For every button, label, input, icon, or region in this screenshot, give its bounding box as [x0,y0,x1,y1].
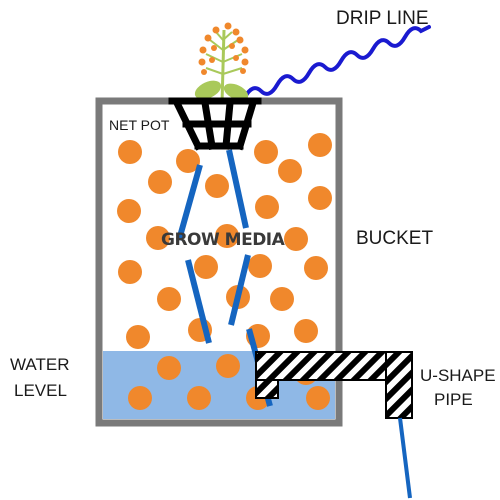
root-strand [176,164,203,241]
media-ball [148,170,172,194]
media-ball [270,287,294,311]
plant-flowers [198,22,249,75]
plant-stem [220,29,226,105]
grow-media-balls [117,133,332,410]
media-ball [255,195,279,219]
media-ball [306,386,330,410]
drip-line-label: DRIP LINE [336,8,429,29]
media-ball [308,133,332,157]
media-ball [117,199,141,223]
net-pot-label: NET POT [109,117,170,133]
media-ball [126,325,150,349]
media-ball [118,140,142,164]
water-level-label-line2: LEVEL [14,381,67,400]
media-ball [284,227,308,251]
media-ball [205,174,229,198]
media-ball [146,226,170,250]
media-ball [248,254,272,278]
water-level-label-line1: WATER [10,355,70,374]
root-strand [185,259,212,344]
u-shape-label-line1: U-SHAPE [420,366,496,385]
u-shape-pipe [255,351,413,419]
media-ball [187,386,211,410]
media-ball [215,224,239,248]
media-ball [176,149,200,173]
media-ball [118,260,142,284]
media-ball [194,255,218,279]
pipe-outlet [385,351,413,419]
u-shape-label-line2: PIPE [434,390,473,409]
media-ball [128,386,152,410]
plant [194,22,249,105]
drain-line [398,417,412,499]
media-ball [304,256,328,280]
media-ball [157,287,181,311]
plant-leaf-left [194,80,222,100]
media-ball [157,356,181,380]
media-ball [216,354,240,378]
media-ball [294,319,318,343]
bucket-label: BUCKET [356,228,433,249]
net-pot [168,97,262,151]
media-ball [254,140,278,164]
plant-leaf-right [223,83,249,101]
media-ball [308,186,332,210]
root-strand [226,149,249,229]
root-strand [228,254,251,326]
media-ball [278,159,302,183]
drip-line [243,25,431,99]
grow-media-label: GROW MEDIA [161,230,286,250]
